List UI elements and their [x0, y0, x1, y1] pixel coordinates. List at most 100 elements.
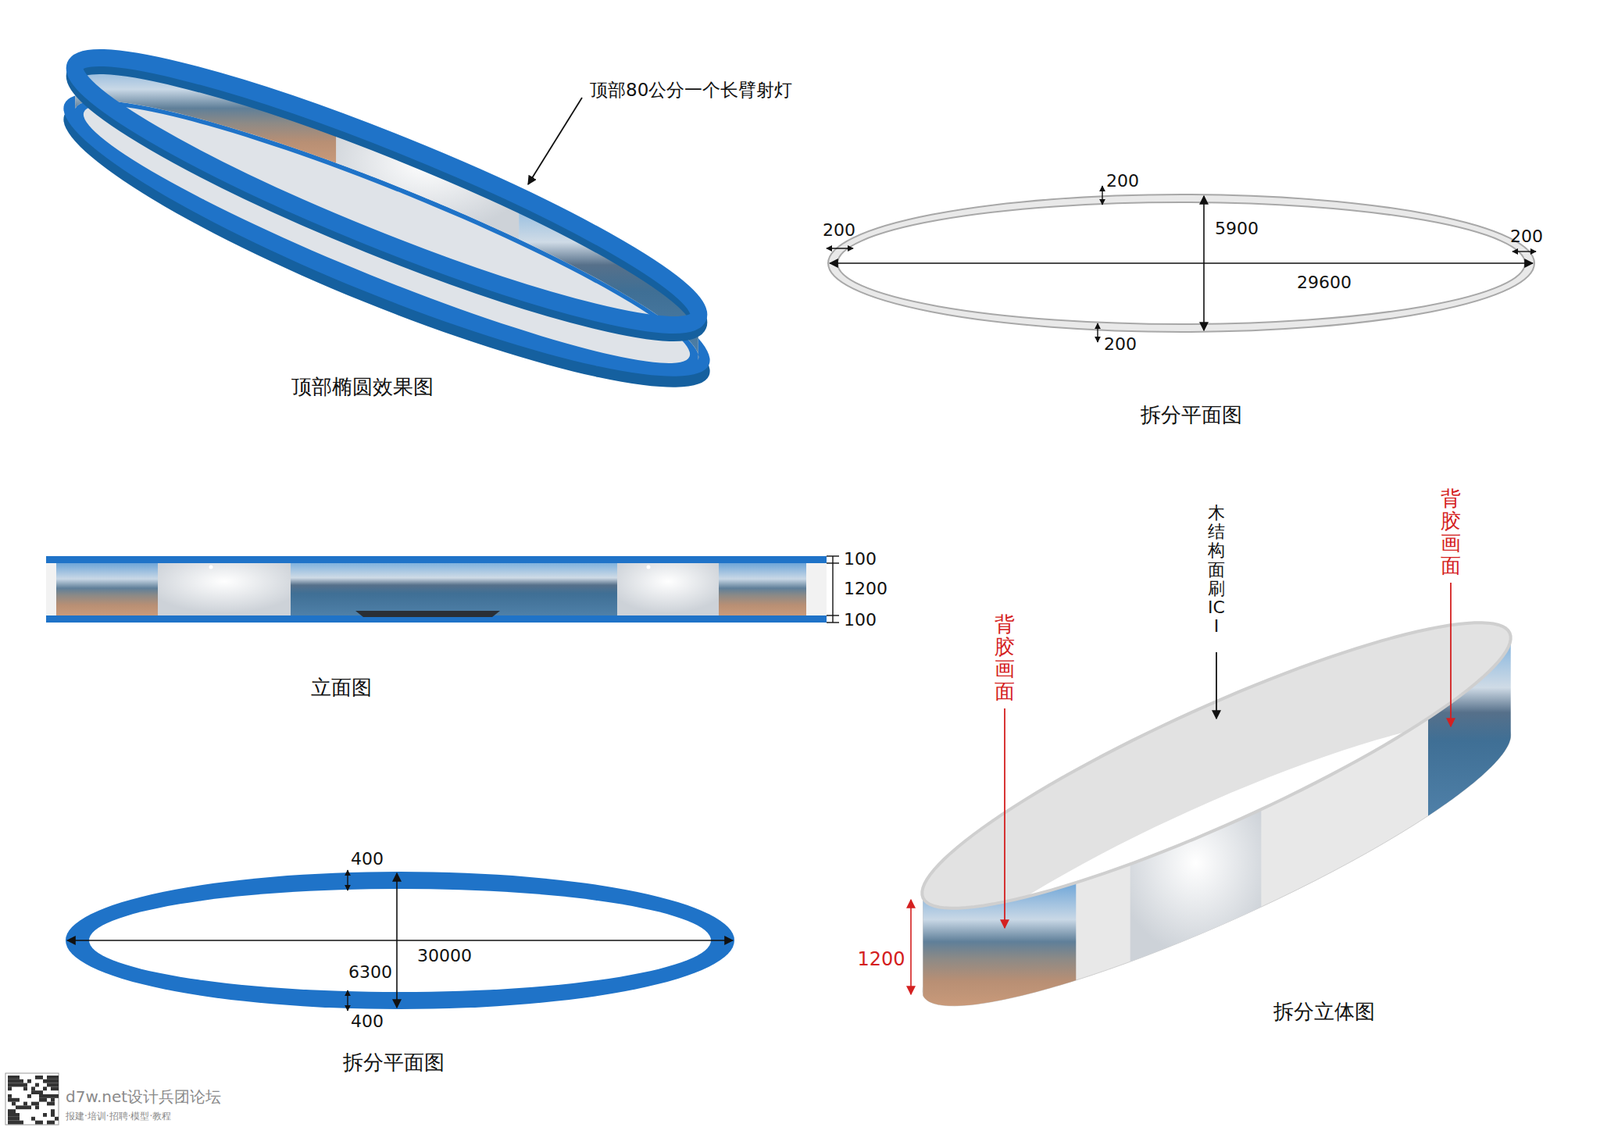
- qr-cell: [31, 1090, 36, 1095]
- qr-cell: [35, 1075, 40, 1080]
- qr-ground: [5, 1073, 59, 1125]
- qr-cell: [15, 1117, 20, 1122]
- qr-cell: [19, 1079, 24, 1084]
- view-caption: 顶部椭圆效果图: [291, 375, 434, 400]
- qr-cell: [31, 1117, 36, 1122]
- watermark: d7w.net设计兵团论坛: [65, 1088, 222, 1107]
- white-panel: [1130, 809, 1262, 962]
- dimension-line: [67, 939, 733, 942]
- qr-cell: [54, 1086, 59, 1091]
- qr-cell: [50, 1079, 55, 1084]
- panel: [157, 563, 291, 616]
- qr-code: [5, 1073, 59, 1125]
- qr-cell: [42, 1079, 47, 1084]
- blue-ring: [65, 871, 735, 1010]
- dimension-value: 100: [843, 549, 877, 569]
- view-caption: 拆分平面图: [342, 1051, 445, 1075]
- dimension-line: [826, 247, 854, 249]
- qr-cell: [39, 1121, 43, 1125]
- outer-ring: [828, 194, 1535, 333]
- qr-cell: [31, 1086, 36, 1091]
- qr-cell: [11, 1079, 16, 1084]
- dimension-line: [832, 556, 833, 623]
- dimension-value: 200: [1106, 171, 1140, 191]
- qr-cell: [23, 1102, 28, 1107]
- dimension-tick: [826, 621, 840, 623]
- dimension-value: 6300: [348, 962, 393, 983]
- view-caption: 拆分平面图: [1140, 403, 1243, 428]
- qr-cell: [7, 1121, 12, 1125]
- dimension-line: [1096, 323, 1098, 343]
- qr-cell: [50, 1094, 55, 1099]
- dimension-line: [829, 262, 1533, 265]
- qr-cell: [35, 1090, 40, 1095]
- dimension-value: 200: [1103, 334, 1137, 354]
- dimension-tick: [826, 562, 840, 564]
- qr-cell: [15, 1079, 20, 1084]
- dimension-value: 1200: [857, 949, 905, 972]
- qr-cell: [11, 1102, 16, 1107]
- qr-cell: [7, 1098, 12, 1103]
- qr-cell: [46, 1079, 51, 1084]
- qr-cell: [15, 1083, 20, 1088]
- dimension-value: 29600: [1296, 272, 1352, 293]
- dimension-value: 200: [822, 220, 856, 240]
- qr-cell: [50, 1083, 55, 1088]
- dimension-value: 400: [350, 1011, 384, 1032]
- qr-cell: [42, 1086, 47, 1091]
- qr-cell: [54, 1094, 59, 1099]
- leader-arrow: [1003, 708, 1006, 929]
- dimension-line: [346, 870, 348, 891]
- dimension-line: [910, 900, 912, 995]
- qr-cell: [54, 1083, 59, 1088]
- qr-cell: [39, 1090, 43, 1095]
- material-note: 木结构面刷ICI: [1207, 503, 1225, 636]
- qr-cell: [39, 1098, 43, 1103]
- leader-arrow: [528, 97, 583, 185]
- qr-cell: [15, 1121, 20, 1125]
- plan-view: [828, 194, 1535, 333]
- qr-cell: [19, 1105, 24, 1110]
- photo-panel: [923, 882, 1077, 1007]
- qr-cell: [31, 1102, 36, 1107]
- qr-cell: [54, 1075, 59, 1080]
- qr-cell: [50, 1086, 55, 1091]
- qr-cell: [7, 1113, 12, 1118]
- dimension-line: [346, 990, 348, 1011]
- leader-arrow: [1215, 652, 1218, 719]
- qr-cell: [15, 1113, 20, 1118]
- ship: [355, 610, 500, 618]
- qr-cell: [11, 1075, 16, 1080]
- qr-cell: [15, 1098, 20, 1103]
- photo-panel: [1428, 637, 1511, 816]
- dimension-value: 100: [843, 610, 877, 630]
- qr-cell: [46, 1094, 51, 1099]
- qr-cell: [50, 1109, 55, 1114]
- qr-cell: [50, 1113, 55, 1118]
- qr-cell: [23, 1083, 28, 1088]
- qr-cell: [11, 1117, 16, 1122]
- qr-cell: [11, 1098, 16, 1103]
- dimension-value: 400: [350, 849, 384, 869]
- qr-cell: [46, 1083, 51, 1088]
- qr-cell: [42, 1098, 47, 1103]
- qr-cell: [23, 1086, 28, 1091]
- qr-cell: [19, 1121, 24, 1125]
- qr-cell: [54, 1079, 59, 1084]
- qr-cell: [50, 1121, 55, 1125]
- dimension-line: [1512, 250, 1536, 252]
- qr-cell: [35, 1083, 40, 1088]
- qr-cell: [35, 1102, 40, 1107]
- qr-cell: [7, 1083, 12, 1088]
- qr-cell: [11, 1121, 16, 1125]
- dimension-value: 200: [1510, 226, 1543, 247]
- qr-cell: [39, 1094, 43, 1099]
- qr-cell: [7, 1086, 12, 1091]
- qr-cell: [7, 1117, 12, 1122]
- elevation-view: [46, 556, 840, 623]
- spot-light: [209, 565, 214, 570]
- dimension-value: 30000: [417, 946, 472, 966]
- top-ring: [57, 20, 717, 362]
